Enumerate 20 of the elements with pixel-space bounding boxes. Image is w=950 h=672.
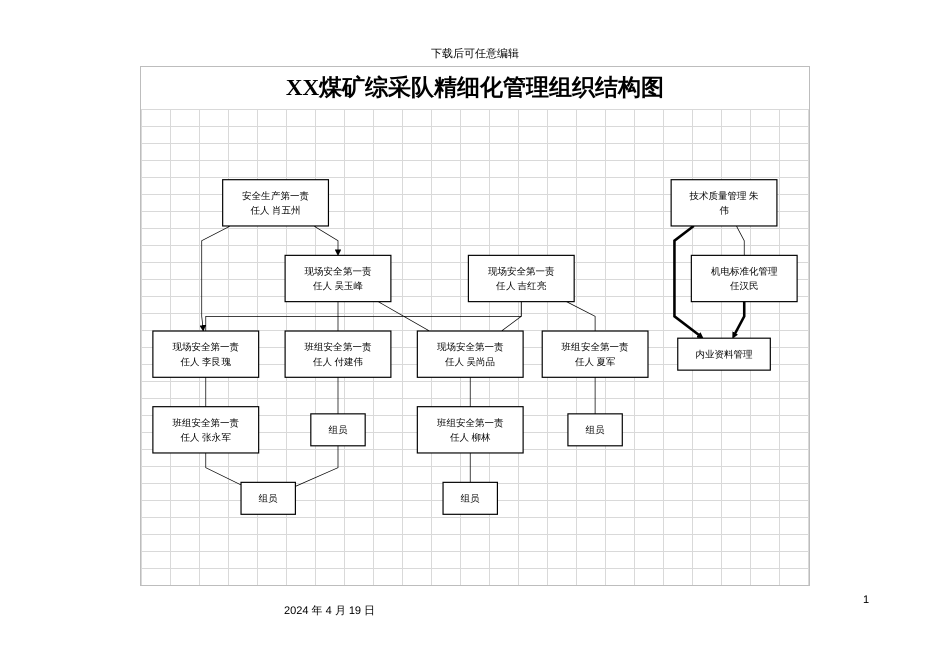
org-box: 现场安全第一责任人 吴玉峰 (284, 254, 392, 302)
org-box: 技术质量管理 朱伟 (670, 179, 778, 227)
org-box: 组员 (567, 413, 623, 446)
page-number: 1 (863, 594, 870, 606)
org-box: 班组安全第一责任人 柳林 (416, 406, 524, 454)
org-box: 现场安全第一责任人 吴尚品 (416, 330, 524, 378)
org-box: 内业资料管理 (677, 338, 771, 371)
org-box: 安全生产第一责任人 肖五州 (222, 179, 330, 227)
org-box: 组员 (240, 482, 296, 515)
date-text: 2024 年 4 月 19 日 (284, 604, 376, 618)
org-box: 机电标准化管理任汉民 (690, 254, 798, 302)
diagram-title: XX煤矿综采队精细化管理组织结构图 (286, 75, 664, 101)
org-box: 班组安全第一责任人 张永军 (152, 406, 260, 454)
page-header-note: 下载后可任意编辑 (431, 47, 519, 61)
org-box: 班组安全第一责任人 付建伟 (284, 330, 392, 378)
org-box: 现场安全第一责任人 吉红亮 (468, 254, 575, 302)
org-box: 现场安全第一责任人 李艮瑰 (152, 330, 260, 378)
org-box: 班组安全第一责任人 夏军 (542, 330, 649, 378)
org-box: 组员 (310, 413, 366, 446)
org-box: 组员 (442, 482, 498, 515)
